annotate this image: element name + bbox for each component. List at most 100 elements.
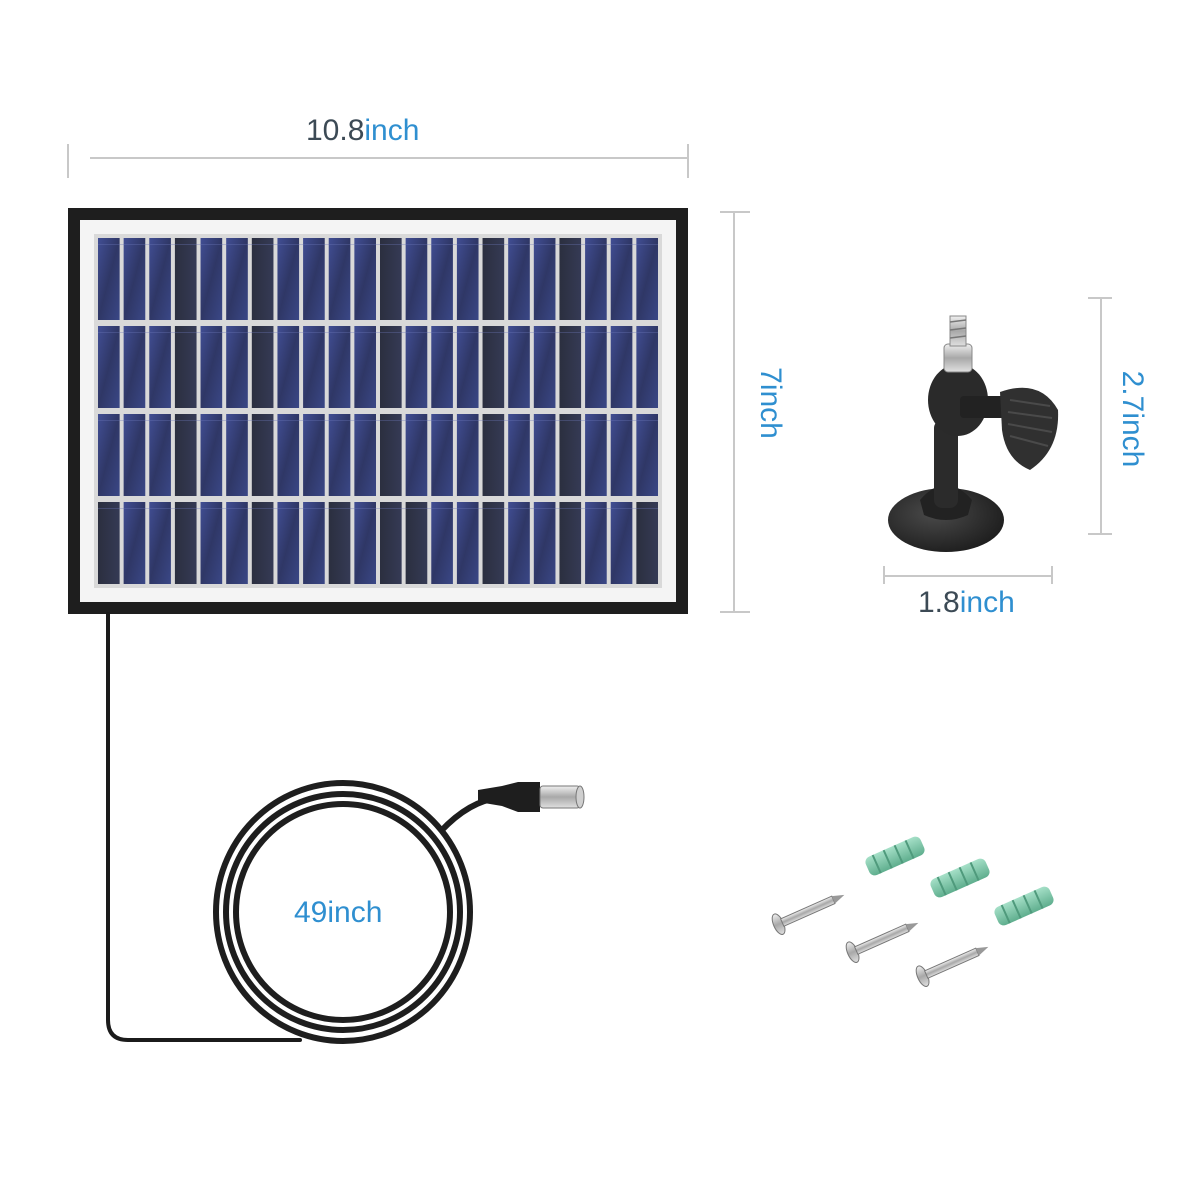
solar-cell <box>174 238 197 320</box>
coiled-cable-icon <box>213 780 501 1044</box>
solar-cell <box>174 326 197 408</box>
solar-cell <box>456 414 479 496</box>
solar-cell <box>508 502 530 584</box>
mount-width-label: 1.8inch <box>918 586 1015 620</box>
panel-width-unit: inch <box>364 114 420 147</box>
mount-height-dimension <box>1088 297 1112 535</box>
wall-anchor-icon <box>930 858 990 898</box>
solar-cell <box>149 238 171 320</box>
mount-width-unit: inch <box>959 586 1015 619</box>
solar-cell <box>226 238 248 320</box>
solar-cell <box>431 326 453 408</box>
screw-icon <box>771 894 845 935</box>
solar-cell <box>456 326 479 408</box>
solar-cell <box>636 502 658 584</box>
panel-height-dimension <box>720 211 750 613</box>
mount-width-value: 1.8 <box>918 586 960 619</box>
solar-cell <box>303 326 325 408</box>
solar-cell <box>508 414 530 496</box>
solar-cell <box>559 502 582 584</box>
solar-cell <box>456 238 479 320</box>
solar-cell <box>610 326 633 408</box>
solar-cell <box>533 502 556 584</box>
solar-cell <box>354 238 376 320</box>
solar-cell <box>533 238 556 320</box>
solar-cell <box>585 502 607 584</box>
solar-cell <box>636 414 658 496</box>
solar-cell <box>508 238 530 320</box>
wall-anchor-icon <box>865 836 925 876</box>
solar-cell <box>431 414 453 496</box>
panel-width-dimension <box>67 144 689 178</box>
solar-cell <box>610 414 633 496</box>
solar-cell <box>380 502 402 584</box>
solar-cell <box>98 502 120 584</box>
solar-cell <box>482 238 505 320</box>
solar-cell <box>431 238 453 320</box>
solar-cell <box>405 414 428 496</box>
mount-width-dimension <box>883 566 1053 584</box>
solar-cell <box>328 326 351 408</box>
solar-cell <box>303 502 325 584</box>
solar-cell <box>98 238 120 320</box>
solar-cell <box>174 414 197 496</box>
solar-cell <box>123 502 146 584</box>
screw-icon <box>915 946 989 987</box>
dc-plug-icon <box>478 782 585 812</box>
solar-cell <box>610 238 633 320</box>
solar-cell <box>482 502 505 584</box>
cable-length-label: 49inch <box>294 896 383 929</box>
solar-cell <box>380 414 402 496</box>
solar-cell <box>149 414 171 496</box>
solar-cell <box>251 414 274 496</box>
solar-cells <box>98 238 658 584</box>
solar-cell <box>123 326 146 408</box>
solar-cell <box>174 502 197 584</box>
panel-height-label: 7inch <box>754 367 787 439</box>
solar-cell <box>277 414 300 496</box>
solar-cell <box>251 326 274 408</box>
solar-cell <box>405 502 428 584</box>
solar-cell <box>200 238 223 320</box>
solar-cell <box>123 414 146 496</box>
solar-cell <box>405 326 428 408</box>
solar-cell <box>380 238 402 320</box>
solar-cell <box>354 414 376 496</box>
hardware-kit <box>771 836 1054 987</box>
solar-panel <box>68 208 688 614</box>
mount-height-label: 2.7inch <box>1116 370 1149 468</box>
solar-cell <box>559 414 582 496</box>
solar-cell <box>303 238 325 320</box>
solar-cell <box>200 502 223 584</box>
solar-cell <box>277 238 300 320</box>
solar-cell <box>149 502 171 584</box>
solar-cell <box>354 326 376 408</box>
solar-cell <box>277 326 300 408</box>
solar-cell <box>533 326 556 408</box>
cable <box>106 612 302 1042</box>
camera-mount-icon <box>888 315 1059 552</box>
solar-cell <box>200 326 223 408</box>
solar-cell <box>226 414 248 496</box>
solar-cell <box>533 414 556 496</box>
panel-width-value: 10.8 <box>306 114 365 147</box>
solar-cell <box>328 502 351 584</box>
screw-icon <box>845 922 919 963</box>
solar-cell <box>610 502 633 584</box>
solar-cell <box>456 502 479 584</box>
solar-cell <box>431 502 453 584</box>
solar-cell <box>123 238 146 320</box>
solar-cell <box>200 414 223 496</box>
solar-cell <box>98 414 120 496</box>
solar-cell <box>251 502 274 584</box>
solar-cell <box>98 326 120 408</box>
solar-cell <box>354 502 376 584</box>
solar-cell <box>508 326 530 408</box>
solar-cell <box>226 326 248 408</box>
solar-cell <box>226 502 248 584</box>
solar-cell <box>559 238 582 320</box>
solar-cell <box>251 238 274 320</box>
panel-width-label: 10.8inch <box>306 114 419 148</box>
solar-cell <box>585 414 607 496</box>
